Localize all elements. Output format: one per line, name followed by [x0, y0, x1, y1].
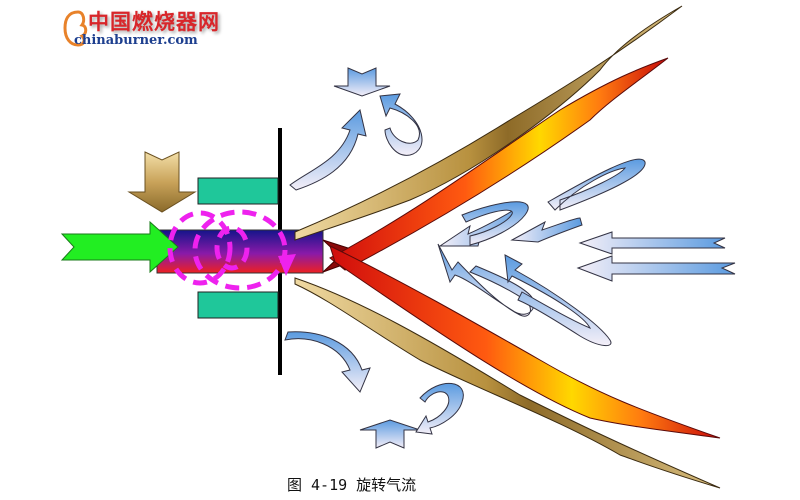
updraft-arrow-bottom-icon [359, 419, 421, 449]
register-plate-bottom [197, 291, 279, 319]
primary-air-arrow-icon [60, 220, 179, 274]
logo-mark-icon [63, 10, 88, 47]
register-plate-top [197, 177, 279, 205]
secondary-air-arrow-icon [127, 151, 197, 213]
return-flow-arrow-top-icon [578, 231, 726, 255]
recirculation-arrow-down-2-icon [415, 383, 464, 435]
recirculation-arrow-down-1-icon [284, 331, 371, 393]
internal-recirculation-arrow-4-icon [510, 217, 583, 243]
flame-jet-upper [329, 57, 669, 271]
recirculation-arrow-up-2-icon [379, 93, 423, 156]
figure-caption: 图 4-19 旋转气流 [287, 476, 417, 494]
logo-chinese-text: 中国燃烧器网 [88, 9, 220, 34]
internal-recirculation-arrow-3-icon [547, 158, 646, 211]
outer-air-jet-upper [294, 5, 683, 241]
internal-recirculation-arrow-6-icon [504, 254, 612, 346]
return-flow-arrow-bottom-icon [576, 255, 736, 282]
downdraft-arrow-top-icon [333, 67, 391, 97]
flame-jet-lower [329, 245, 721, 439]
internal-recirculation-arrow-2-icon [461, 201, 529, 246]
outer-air-jet-lower [294, 277, 721, 489]
internal-recirculation-arrow-5-icon [437, 243, 535, 317]
swirl-circles-icon [167, 209, 288, 291]
swirl-arrowhead-icon [278, 254, 296, 276]
logo-english-text: chinaburner.com [74, 33, 198, 48]
site-logo[interactable]: 中国燃烧器网 chinaburner.com [62, 4, 232, 54]
recirculation-arrow-up-1-icon [289, 109, 367, 191]
